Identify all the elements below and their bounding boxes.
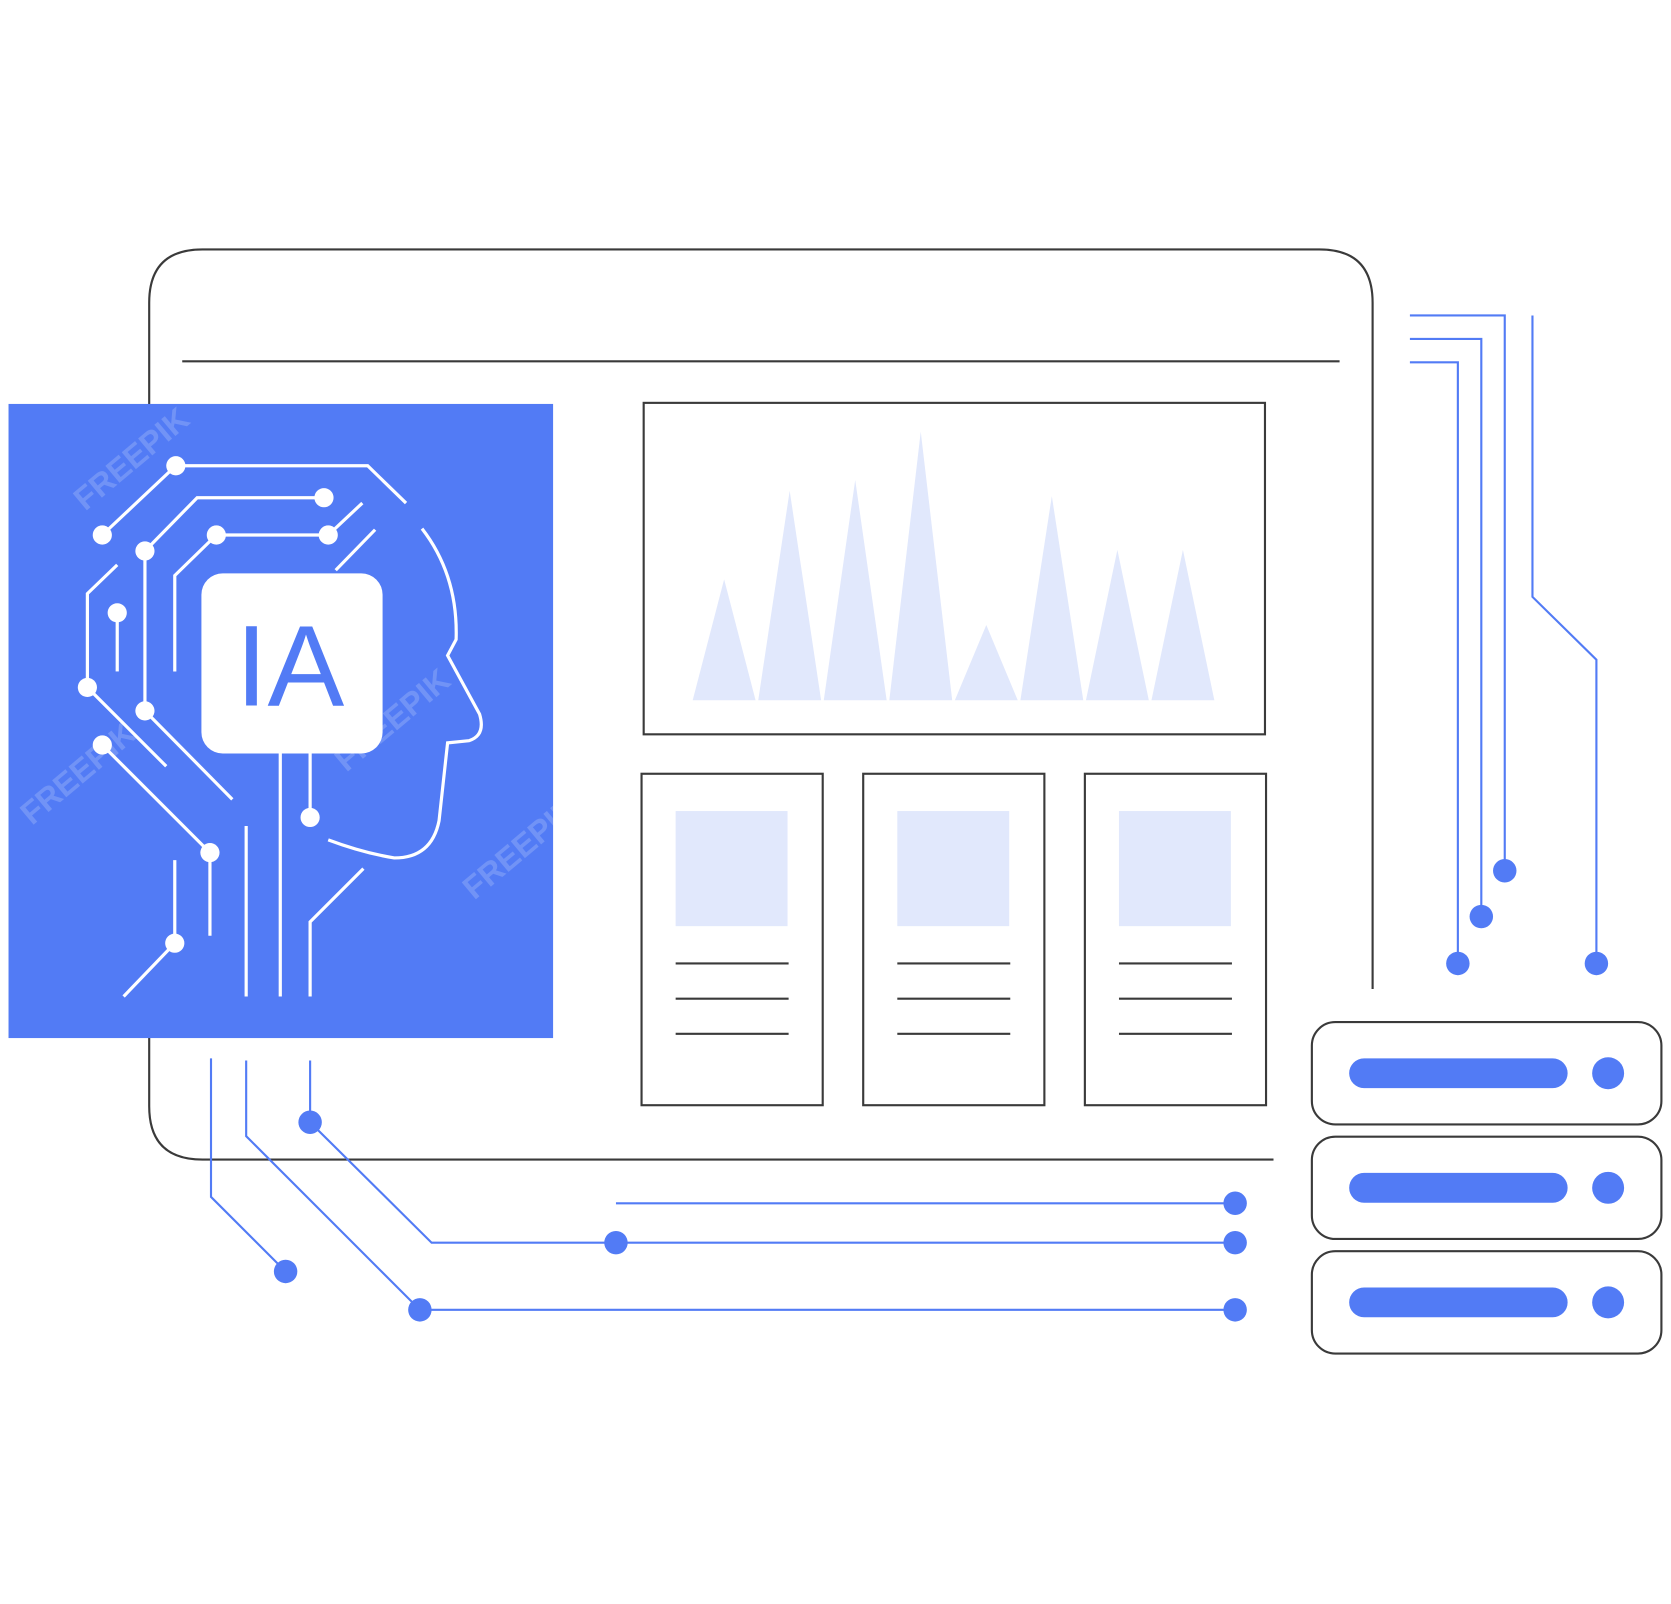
circuit-node	[298, 1110, 322, 1134]
chart-panel	[642, 401, 1267, 736]
right-circuit	[1409, 314, 1609, 976]
chart-peak	[1085, 549, 1149, 701]
chart-peak	[758, 490, 822, 701]
circuit-node	[1584, 951, 1609, 976]
bottom-circuit	[209, 1058, 1247, 1322]
chart-peak	[1020, 496, 1084, 701]
server-unit	[1310, 1135, 1663, 1241]
server-status-light	[1592, 1286, 1625, 1319]
ai-badge-text: IA	[236, 603, 345, 731]
card-image-placeholder	[897, 811, 1010, 927]
server-stack	[1310, 1021, 1663, 1355]
server-status-light	[1592, 1171, 1625, 1204]
circuit-node	[1493, 859, 1517, 883]
head-outline	[327, 527, 483, 860]
circuit-node	[1223, 1298, 1247, 1322]
chart-peak	[1151, 549, 1215, 701]
circuit-node	[1223, 1230, 1247, 1255]
ai-head-panel: IA FREEPIK FREEPIK FREEPIK FREEPIK	[8, 400, 585, 1039]
circuit-node	[1469, 904, 1494, 929]
chart-peak	[692, 579, 756, 701]
content-card	[862, 772, 1046, 1107]
circuit-node	[273, 1259, 298, 1284]
server-status-light	[1592, 1057, 1625, 1090]
circuit-node	[1223, 1191, 1247, 1215]
circuit-node	[1446, 951, 1470, 976]
cards	[640, 772, 1268, 1107]
server-unit	[1310, 1021, 1663, 1126]
server-status-bar	[1349, 1287, 1568, 1318]
chart-peak	[954, 625, 1018, 701]
window-frame	[148, 248, 1374, 1161]
card-image-placeholder	[675, 811, 788, 927]
circuit-node	[408, 1298, 432, 1322]
server-unit	[1310, 1250, 1663, 1355]
server-status-bar	[1349, 1172, 1568, 1203]
server-status-bar	[1349, 1058, 1568, 1089]
card-image-placeholder	[1118, 811, 1231, 927]
chart-peak	[823, 479, 887, 701]
ai-badge	[201, 573, 383, 754]
content-card	[640, 772, 824, 1107]
chart-peak	[889, 431, 953, 701]
circuit-node	[604, 1230, 628, 1255]
brain-circuit-icon	[77, 456, 408, 998]
content-card	[1083, 772, 1268, 1107]
chart-peaks	[692, 431, 1215, 701]
